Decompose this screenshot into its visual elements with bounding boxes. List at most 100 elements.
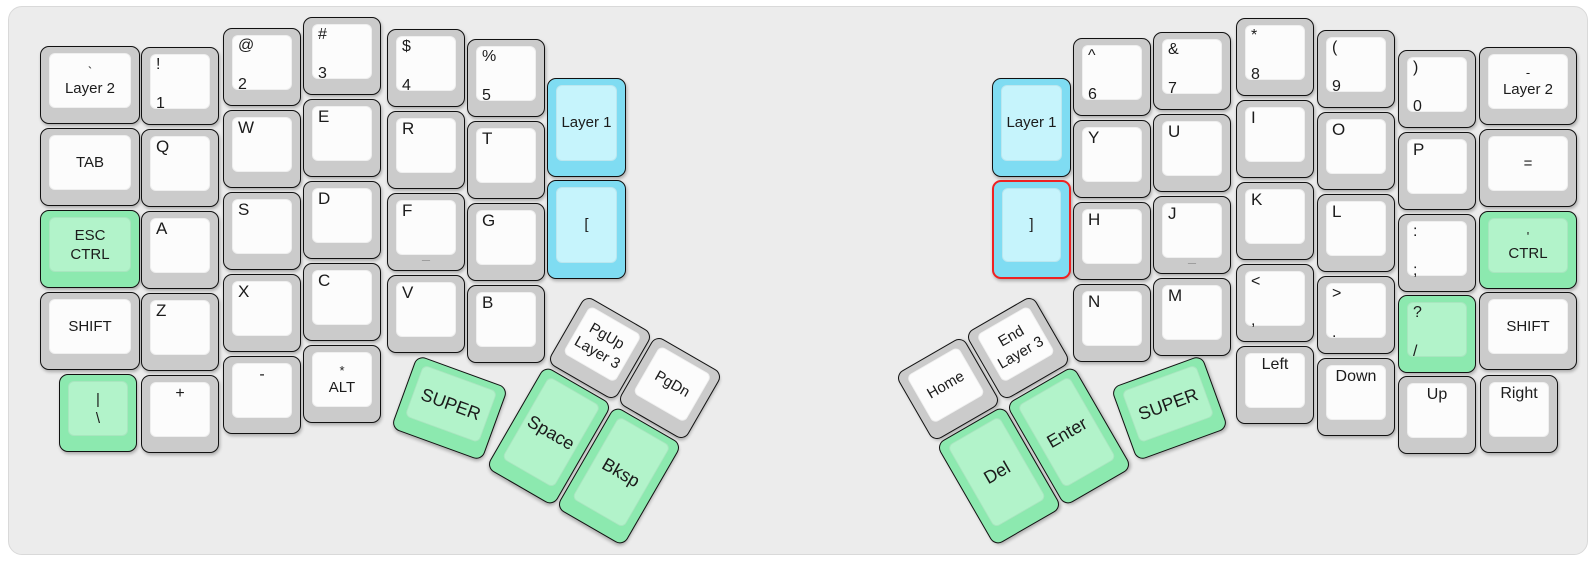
keycap-surface [396,200,456,255]
keycap-surface [396,36,456,91]
keycap-surface [1245,25,1305,80]
key-j[interactable]: J_ [1153,196,1231,274]
keycap-surface [1407,139,1467,194]
key-exclam-1[interactable]: !1 [141,47,219,125]
key-arrow-up[interactable]: Up [1398,376,1476,454]
key-r[interactable]: R [387,111,465,189]
keycap-surface [150,300,210,355]
keycap-surface [1082,291,1142,346]
keycap-surface [232,199,292,254]
keycap-surface [1488,54,1568,109]
key-layer1-left[interactable]: Layer 1 [547,78,626,177]
key-left-bracket[interactable]: [ [547,180,626,279]
keycap-surface [476,210,536,265]
key-tab[interactable]: TAB [40,128,140,206]
key-z[interactable]: Z [141,293,219,371]
key-t[interactable]: T [467,121,545,199]
keycap-surface [312,188,372,243]
key-hash-3[interactable]: #3 [303,17,381,95]
key-c[interactable]: C [303,263,381,341]
key-caret-6[interactable]: ^6 [1073,38,1151,116]
key-grave-layer2[interactable]: `Layer 2 [40,46,140,124]
keycap-surface [232,117,292,172]
key-m[interactable]: M [1153,278,1231,356]
key-asterisk-alt[interactable]: *ALT [303,345,381,423]
key-shift-left[interactable]: SHIFT [40,292,140,370]
key-equals[interactable]: = [1479,129,1577,207]
key-i[interactable]: I [1236,100,1314,178]
keycap-surface [632,345,712,423]
keycap-surface [49,299,131,354]
keycap-surface [476,46,536,101]
keycap-surface [1162,121,1222,176]
key-at-2[interactable]: @2 [223,28,301,106]
keycap-surface [556,85,617,161]
keycap-surface [396,282,456,337]
key-s[interactable]: S [223,192,301,270]
key-b[interactable]: B [467,285,545,363]
key-u[interactable]: U [1153,114,1231,192]
key-e[interactable]: E [303,99,381,177]
keycap-surface [1001,85,1062,161]
keycap-surface [1489,382,1549,437]
key-minus-layer2[interactable]: -Layer 2 [1479,47,1577,125]
key-g[interactable]: G [467,203,545,281]
key-x[interactable]: X [223,274,301,352]
key-o[interactable]: O [1317,112,1395,190]
key-pipe-backslash[interactable]: |\ [59,374,137,452]
key-shift-right[interactable]: SHIFT [1479,292,1577,370]
keycap-surface [232,363,292,418]
key-quote-ctrl[interactable]: 'CTRL [1479,211,1577,289]
keycap-surface [404,364,498,444]
key-super-left[interactable]: SUPER [390,354,508,462]
keycap-surface [1326,283,1386,338]
keycap-surface [1326,37,1386,92]
key-colon-semicolon[interactable]: :; [1398,214,1476,292]
key-d[interactable]: D [303,181,381,259]
keycap-surface [49,135,131,190]
key-arrow-down[interactable]: Down [1317,358,1395,436]
key-a[interactable]: A [141,211,219,289]
keycap-surface [1162,39,1222,94]
key-paren-9[interactable]: (9 [1317,30,1395,108]
key-l[interactable]: L [1317,194,1395,272]
key-p[interactable]: P [1398,132,1476,210]
key-minus[interactable]: - [223,356,301,434]
keycap-surface [562,305,642,383]
key-super-right[interactable]: SUPER [1110,354,1228,462]
keycap-surface [1326,119,1386,174]
keycap-surface [476,292,536,347]
keycap-surface [1488,218,1568,273]
key-arrow-left[interactable]: Left [1236,346,1314,424]
key-question-slash[interactable]: ?/ [1398,295,1476,373]
key-h[interactable]: H [1073,202,1151,280]
key-y[interactable]: Y [1073,120,1151,198]
key-asterisk-8[interactable]: *8 [1236,18,1314,96]
key-plus[interactable]: + [141,375,219,453]
keycap-surface [1407,383,1467,438]
keycap-surface [1488,299,1568,354]
keycap-surface [312,24,372,79]
key-layer1-right[interactable]: Layer 1 [992,78,1071,177]
key-w[interactable]: W [223,110,301,188]
key-amp-7[interactable]: &7 [1153,32,1231,110]
keycap-surface [1488,136,1568,191]
key-q[interactable]: Q [141,129,219,207]
keycap-surface [1245,107,1305,162]
keycap-surface [1245,353,1305,408]
key-k[interactable]: K [1236,182,1314,260]
key-v[interactable]: V [387,275,465,353]
key-right-bracket[interactable]: ] [992,180,1071,279]
keycap-surface [906,346,986,424]
key-f[interactable]: F_ [387,193,465,271]
key-percent-5[interactable]: %5 [467,39,545,117]
key-less-comma[interactable]: <, [1236,264,1314,342]
key-greater-period[interactable]: >. [1317,276,1395,354]
key-n[interactable]: N [1073,284,1151,362]
key-paren-0[interactable]: )0 [1398,50,1476,128]
key-dollar-4[interactable]: $4 [387,29,465,107]
keycap-surface [1245,271,1305,326]
keycap-surface [1082,45,1142,100]
key-arrow-right[interactable]: Right [1480,375,1558,453]
